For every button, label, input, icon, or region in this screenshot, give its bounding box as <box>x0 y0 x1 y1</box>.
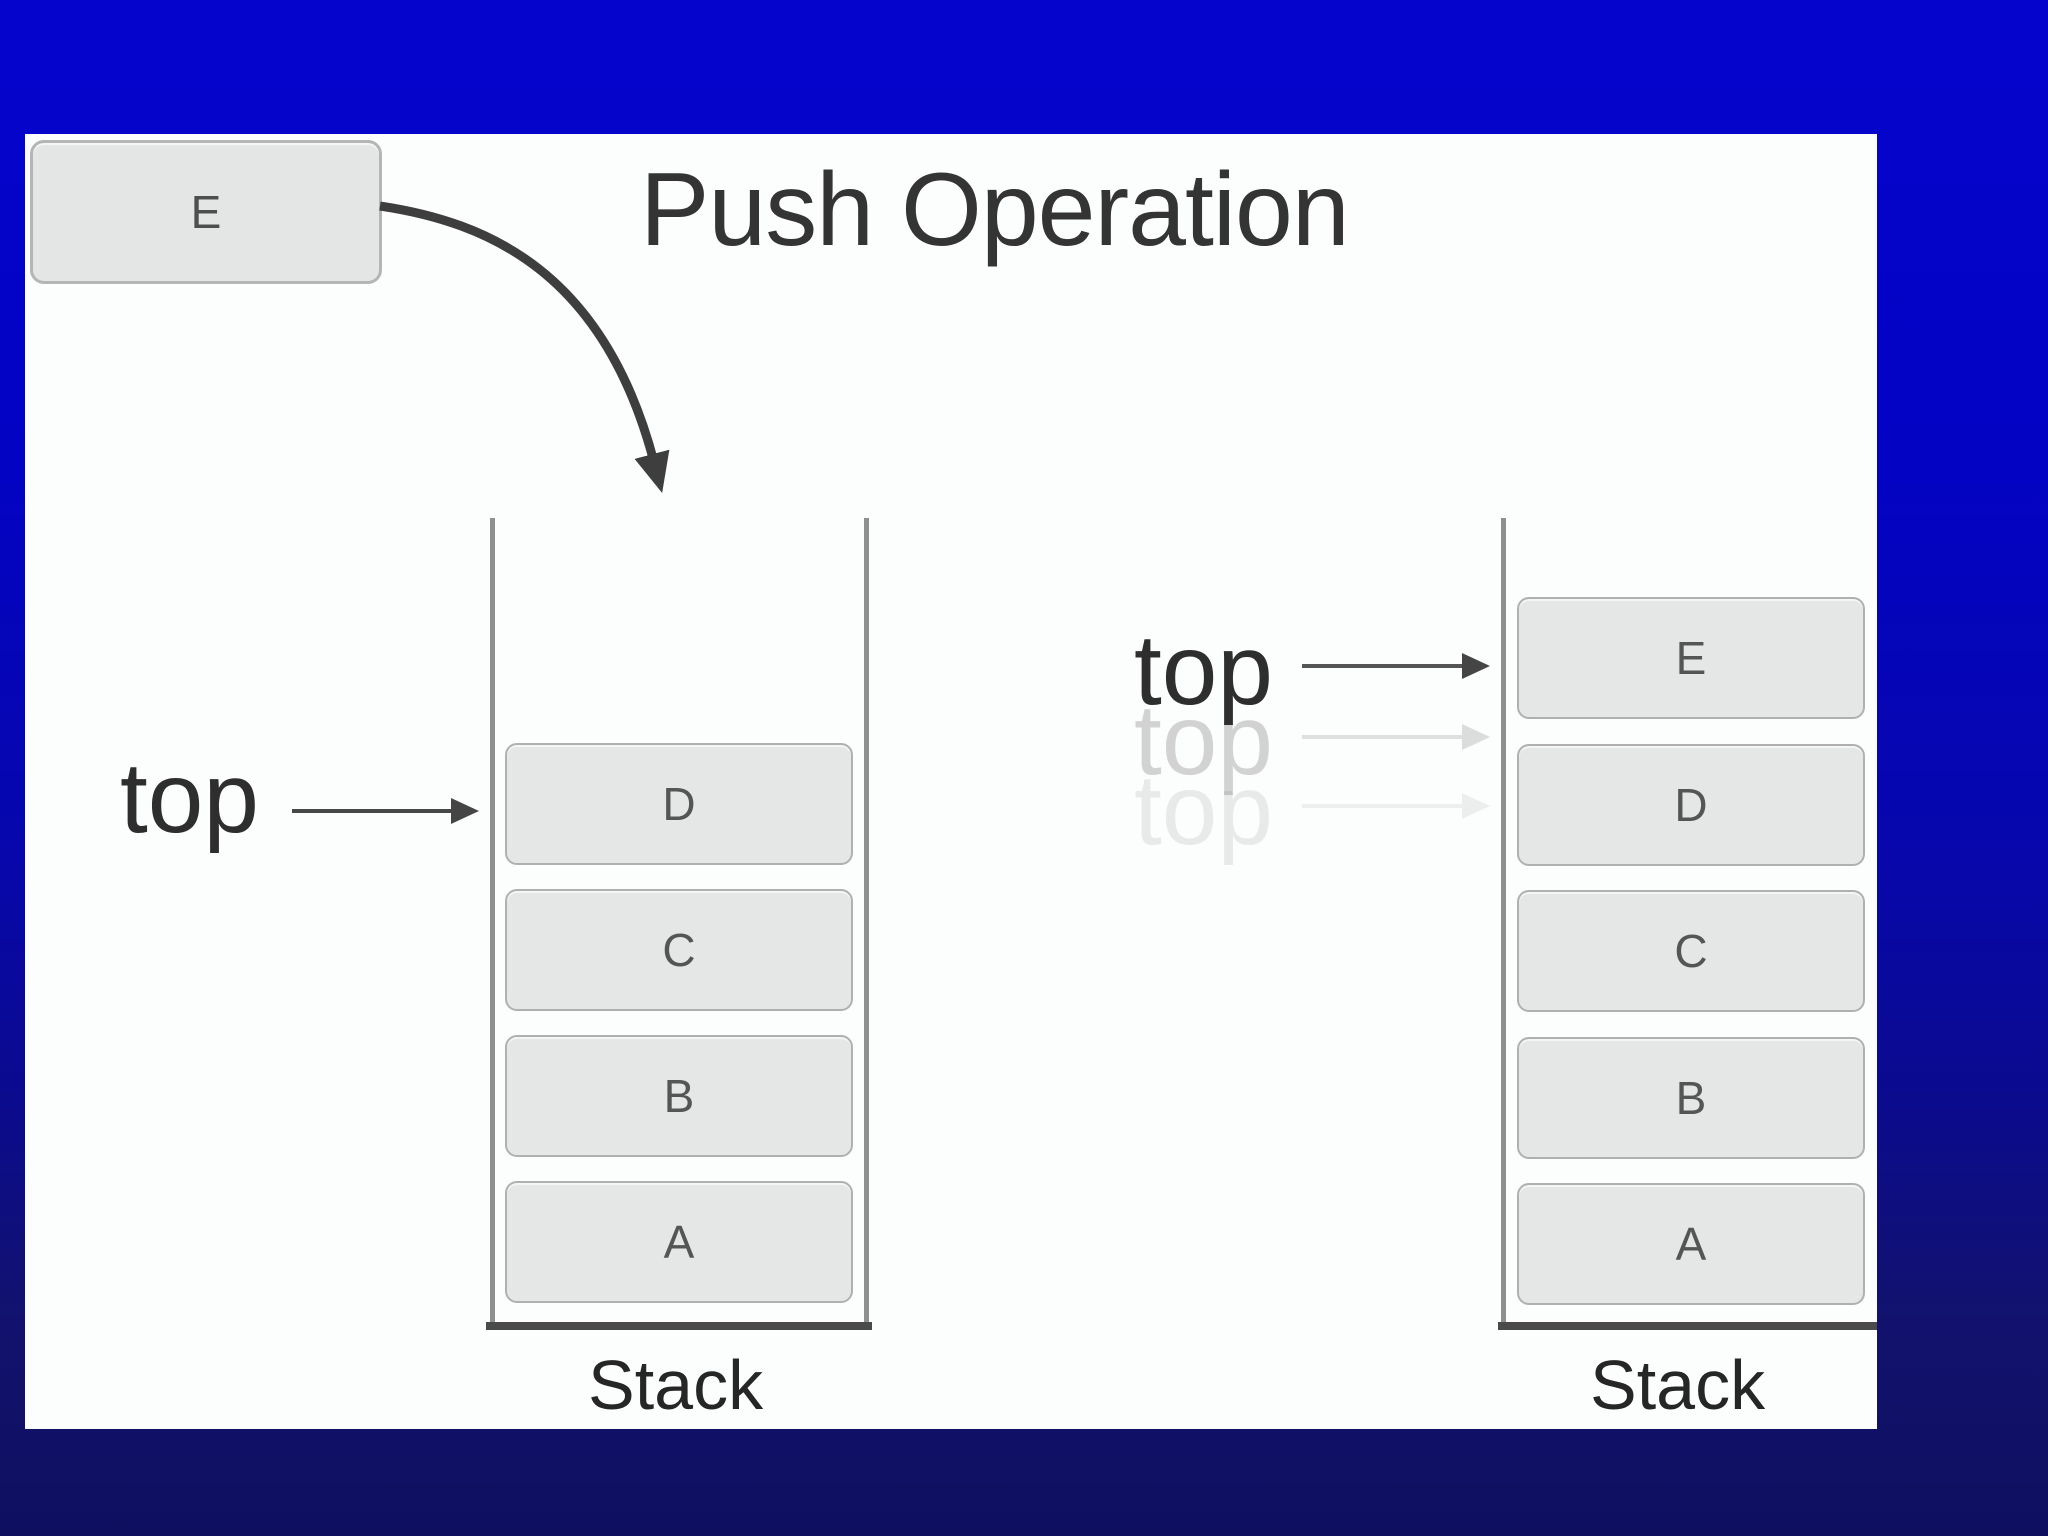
left-top-label: top <box>120 742 260 854</box>
incoming-item-label: E <box>190 186 222 238</box>
stack-item: C <box>1517 890 1865 1012</box>
stack-item: B <box>505 1035 853 1157</box>
stack-item: B <box>1517 1036 1865 1159</box>
stack-item: E <box>1517 597 1865 719</box>
stack-item: C <box>505 889 853 1011</box>
right-stack-floor <box>1498 1322 1877 1330</box>
right-top-label: top <box>1134 614 1274 726</box>
right-top-label-ghost-2: top <box>1134 754 1274 866</box>
stack-item: D <box>1517 743 1865 866</box>
left-stack-left-wall <box>490 518 495 1324</box>
left-stack-right-wall <box>864 518 869 1324</box>
page-title: Push Operation <box>640 152 1350 268</box>
right-top-label-ghost-1: top <box>1134 684 1274 796</box>
right-stack-left-wall <box>1501 518 1506 1324</box>
left-stack-floor <box>486 1322 872 1330</box>
stack-item: D <box>505 743 853 865</box>
incoming-item-box: E <box>30 140 382 284</box>
right-stack-caption: Stack <box>1590 1346 1766 1424</box>
left-stack-caption: Stack <box>588 1346 764 1424</box>
stack-item: A <box>1517 1183 1865 1305</box>
stack-item: A <box>505 1181 853 1303</box>
